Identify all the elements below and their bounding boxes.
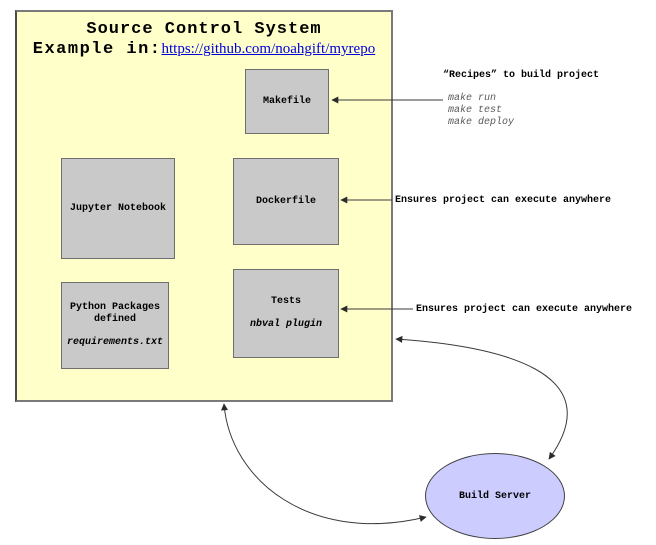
node-build-server: Build Server bbox=[425, 453, 565, 539]
node-python-packages: Python Packages defined requirements.txt bbox=[61, 282, 169, 369]
dockerfile-note: Ensures project can execute anywhere bbox=[395, 195, 612, 206]
dockerfile-label: Dockerfile bbox=[255, 195, 316, 207]
jupyter-notebook-label: Jupyter Notebook bbox=[69, 202, 166, 214]
recipes-heading: “Recipes” to build project bbox=[443, 70, 600, 81]
node-makefile: Makefile bbox=[245, 69, 329, 134]
make-command: make run bbox=[448, 93, 497, 104]
nbval-plugin-label: nbval plugin bbox=[249, 319, 322, 330]
requirements-file: requirements.txt bbox=[66, 337, 163, 348]
python-packages-line2: defined bbox=[93, 314, 136, 325]
make-commands-list: make run make test make deploy bbox=[448, 93, 514, 129]
tests-note: Ensures project can execute anywhere bbox=[416, 304, 633, 315]
arrow-container-to-build-server bbox=[395, 335, 568, 460]
python-packages-line1: Python Packages bbox=[69, 302, 160, 313]
example-label: Example in: bbox=[32, 40, 162, 59]
make-command: make test bbox=[448, 105, 503, 116]
example-line: Example in:https://github.com/noahgift/m… bbox=[17, 40, 391, 59]
node-dockerfile: Dockerfile bbox=[233, 158, 339, 245]
tests-label: Tests bbox=[270, 296, 301, 307]
diagram-title: Source Control System bbox=[86, 20, 322, 39]
node-jupyter-notebook: Jupyter Notebook bbox=[61, 158, 175, 259]
makefile-label: Makefile bbox=[262, 95, 311, 107]
build-server-label: Build Server bbox=[458, 490, 531, 502]
node-tests: Tests nbval plugin bbox=[233, 269, 339, 358]
make-command: make deploy bbox=[448, 117, 515, 128]
arrow-build-server-to-container bbox=[221, 403, 427, 525]
repo-link[interactable]: https://github.com/noahgift/myrepo bbox=[161, 41, 376, 57]
